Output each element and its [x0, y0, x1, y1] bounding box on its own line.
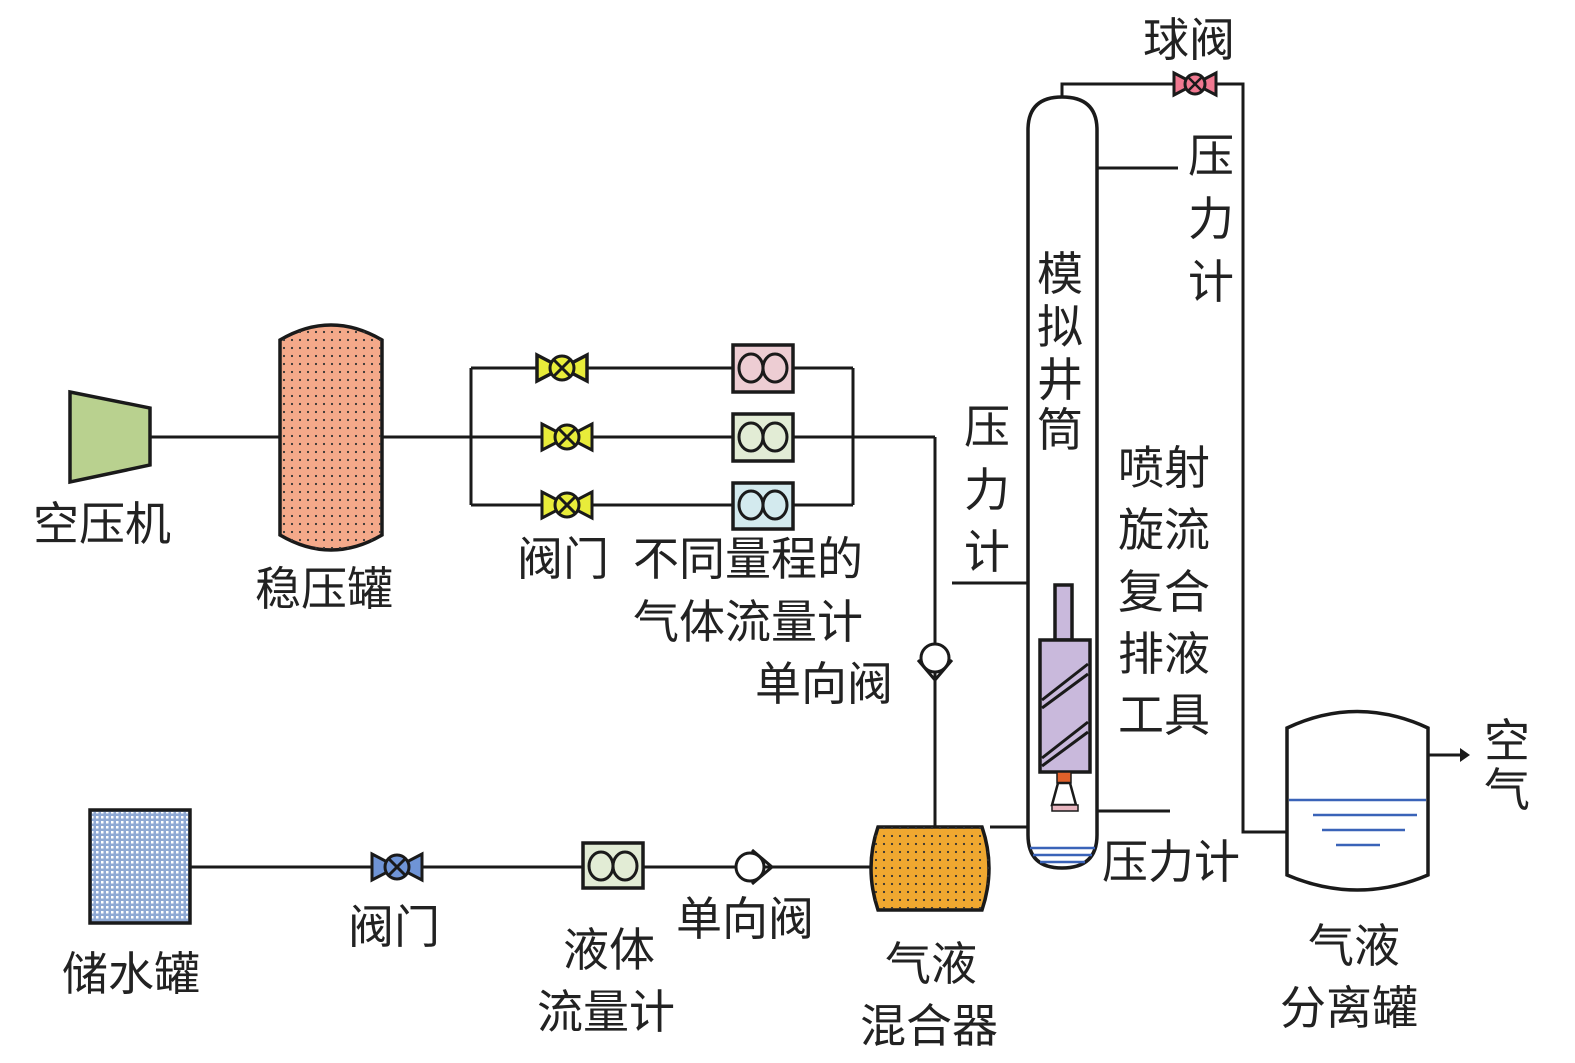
ball-valve[interactable] — [1172, 70, 1218, 98]
label-check-valve-gas: 单向阀 — [755, 657, 893, 711]
label-pressure-gauge-top: 压 — [1188, 129, 1234, 183]
label-pressure-gauge-left: 计 — [964, 525, 1010, 579]
label-wellbore: 筒 — [1037, 403, 1083, 457]
check-valve-liquid[interactable] — [734, 848, 775, 886]
gas-liquid-separator — [1285, 709, 1430, 892]
label-water-tank: 储水罐 — [62, 947, 200, 1001]
surge-tank — [278, 323, 384, 552]
label-air: 空 — [1484, 714, 1530, 768]
label-air: 气 — [1484, 763, 1530, 817]
gas-valve-2[interactable] — [540, 421, 594, 453]
label-mixer-2: 混合器 — [860, 999, 998, 1053]
jet-swirl-tool — [1038, 583, 1092, 812]
label-tool: 排液 — [1118, 627, 1210, 681]
gas-flowmeter-2 — [731, 412, 795, 463]
label-liquid-flowmeter-2: 流量计 — [537, 985, 675, 1039]
pipes — [150, 82, 1470, 869]
water-level — [1030, 846, 1095, 864]
arrow-icon — [1460, 748, 1470, 762]
liquid-flowmeter — [581, 841, 645, 890]
label-separator-1: 气液 — [1308, 919, 1400, 973]
label-pressure-gauge-left: 压 — [964, 400, 1010, 454]
gas-liquid-mixer — [869, 825, 991, 912]
label-ball-valve: 球阀 — [1143, 13, 1235, 67]
label-tool: 喷射 — [1118, 441, 1210, 495]
check-valve-gas[interactable] — [916, 642, 954, 683]
label-check-valve-liquid: 单向阀 — [676, 892, 814, 946]
gas-flowmeter-3 — [731, 481, 795, 531]
label-pressure-gauge-left: 力 — [964, 463, 1010, 517]
label-air-compressor: 空压机 — [33, 497, 171, 551]
label-pressure-gauge-bottom: 压力计 — [1102, 835, 1240, 889]
label-tool: 工具 — [1118, 688, 1210, 742]
air-compressor — [68, 389, 152, 485]
label-tool: 复合 — [1118, 565, 1210, 619]
label-tool: 旋流 — [1118, 503, 1210, 557]
label-mixer-1: 气液 — [885, 937, 977, 991]
label-gas-flowmeter-2: 气体流量计 — [633, 595, 863, 649]
liquid-valve[interactable] — [370, 851, 424, 883]
water-tank — [88, 808, 192, 925]
label-liquid-valve: 阀门 — [348, 900, 440, 954]
label-surge-tank: 稳压罐 — [255, 562, 393, 616]
label-gas-flowmeter-1: 不同量程的 — [633, 532, 863, 586]
gas-valve-3[interactable] — [540, 489, 594, 521]
gas-valve-1[interactable] — [535, 352, 589, 384]
label-liquid-flowmeter-1: 液体 — [563, 923, 655, 977]
label-gas-valve: 阀门 — [517, 532, 609, 586]
label-wellbore: 模 — [1037, 247, 1083, 301]
label-pressure-gauge-top: 力 — [1188, 192, 1234, 246]
label-pressure-gauge-top: 计 — [1188, 255, 1234, 309]
gas-flowmeter-1 — [731, 343, 795, 394]
label-wellbore: 拟 — [1037, 300, 1083, 354]
label-separator-2: 分离罐 — [1280, 981, 1418, 1035]
label-wellbore: 井 — [1037, 353, 1083, 407]
